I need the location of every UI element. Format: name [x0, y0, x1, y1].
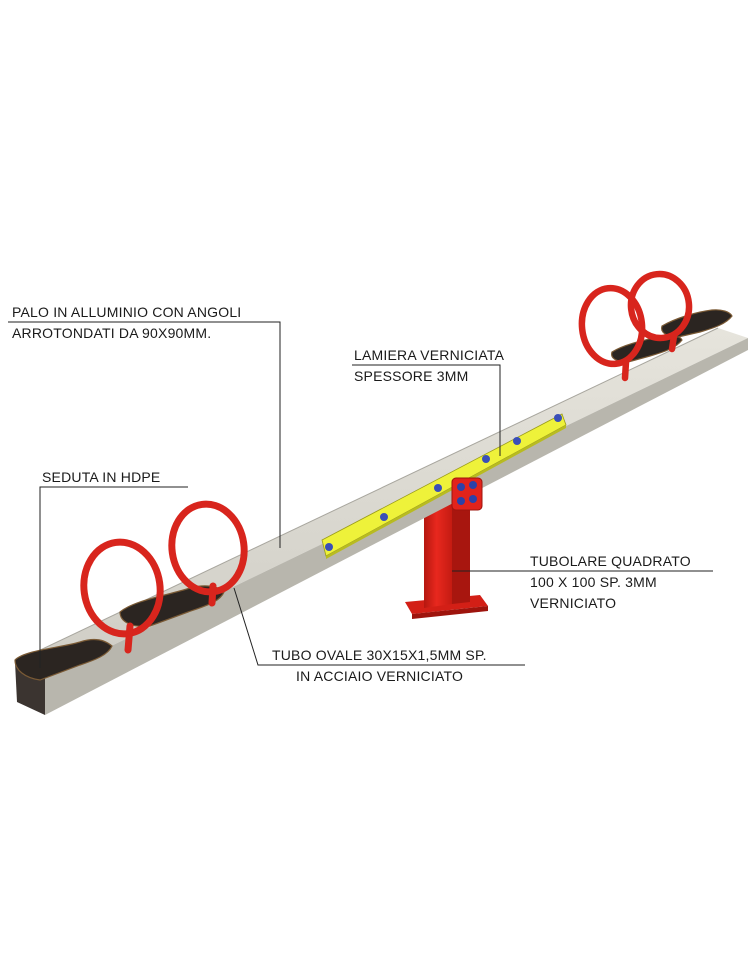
left-handle-outer: [80, 538, 164, 654]
label-seduta: SEDUTA IN HDPE: [42, 469, 161, 485]
leader-seduta: [39, 486, 188, 668]
leader-lamiera: [352, 364, 501, 456]
pivot-bracket: [451, 477, 483, 511]
label-palo-line2: ARROTONDATI DA 90X90MM.: [12, 325, 212, 341]
label-tubolare-line3: VERNICIATO: [530, 595, 617, 611]
label-tubolare-line1: TUBOLARE QUADRATO: [530, 553, 691, 569]
right-handle-inner: [578, 284, 646, 382]
left-seat-end: [14, 638, 113, 681]
leader-palo: [8, 321, 281, 548]
label-tubo-line2: IN ACCIAIO VERNICIATO: [296, 668, 464, 684]
right-handle-outer: [627, 270, 693, 353]
left-handle-inner: [168, 500, 248, 607]
label-lamiera-line1: LAMIERA VERNICIATA: [354, 347, 505, 363]
label-lamiera-line2: SPESSORE 3MM: [354, 368, 469, 384]
leader-lines: [8, 321, 713, 668]
label-tubo-line1: TUBO OVALE 30X15X1,5MM SP.: [272, 647, 487, 663]
leader-tubo: [233, 587, 525, 666]
label-tubolare-line2: 100 X 100 SP. 3MM: [530, 574, 657, 590]
label-palo-line1: PALO IN ALLUMINIO CON ANGOLI: [12, 304, 242, 320]
plate-bolts: [325, 414, 562, 551]
